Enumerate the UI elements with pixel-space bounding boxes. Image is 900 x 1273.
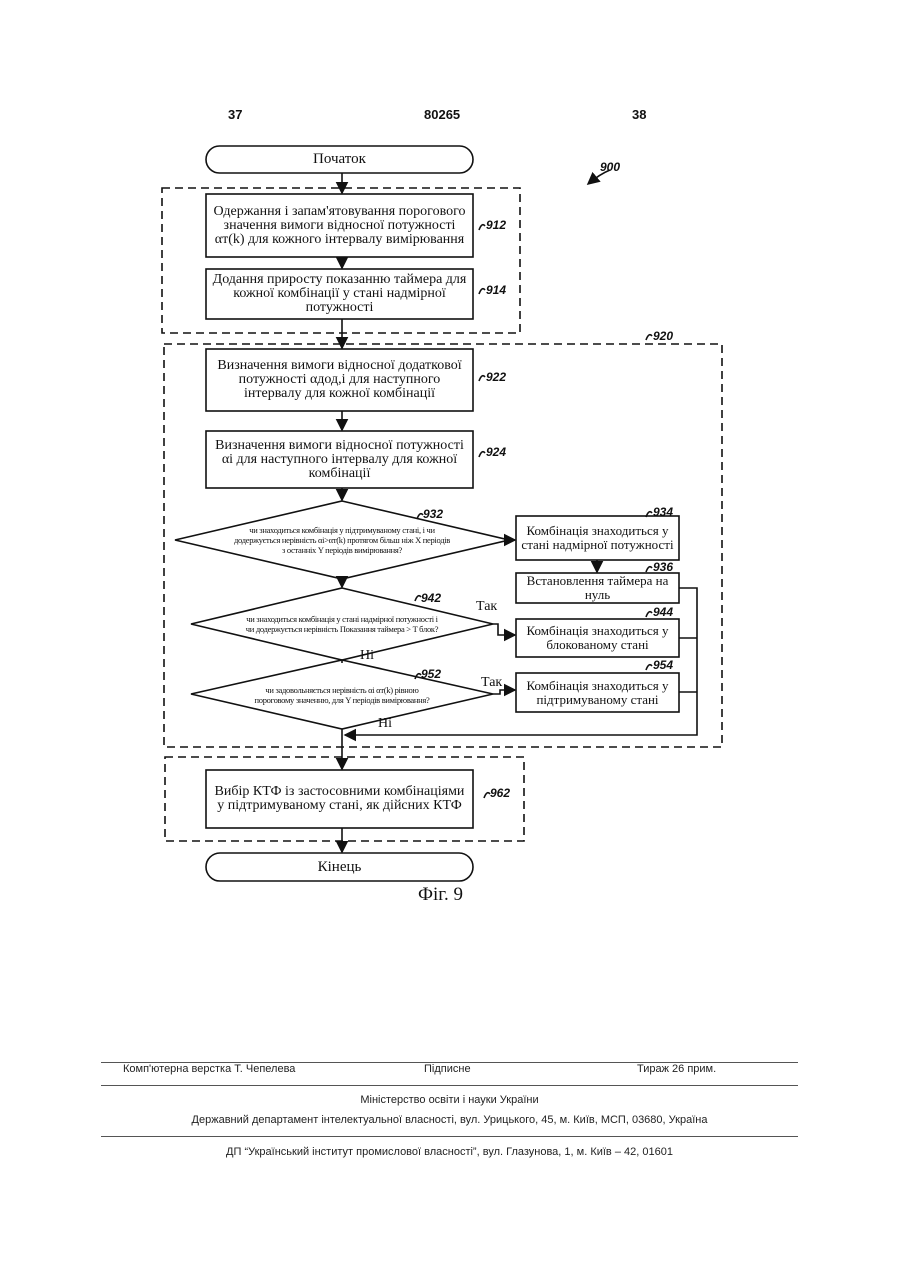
- ref-920: 920: [653, 329, 673, 343]
- figure-caption: Фіг. 9: [418, 884, 463, 906]
- ref-900: 900: [600, 160, 620, 174]
- edge-label-no-952: Ні: [378, 716, 392, 732]
- footer-divider-bottom: [101, 1136, 798, 1137]
- edge-label-yes-952: Так: [481, 675, 502, 691]
- box-924-text: Визначення вимоги відносної потужності α…: [212, 433, 467, 486]
- box-962-text: Вибір КТФ із застосовними комбінаціями у…: [212, 772, 467, 826]
- decision-952-text: чи задовольняється нерівність αі αт(k) р…: [245, 662, 439, 727]
- box-922-text: Визначення вимоги відносної додаткової п…: [212, 351, 467, 409]
- footer-institute: ДП “Український інститут промислової вла…: [101, 1146, 798, 1158]
- box-912-text: Одержання і запам'ятовування порогового …: [212, 196, 467, 255]
- box-944-text: Комбінація знаходиться у блокованому ста…: [519, 620, 676, 656]
- decision-932-text: чи знаходиться комбінація у підтримувано…: [232, 502, 452, 578]
- start-terminal: Початок: [206, 146, 473, 173]
- ref-944: 944: [653, 605, 673, 619]
- footer-ministry: Міністерство освіти і науки України: [101, 1094, 798, 1106]
- ref-942: 942: [421, 591, 441, 605]
- end-terminal: Кінець: [206, 853, 473, 881]
- ref-936: 936: [653, 560, 673, 574]
- ref-934: 934: [653, 505, 673, 519]
- box-914-text: Додання приросту показанню таймера для к…: [212, 271, 467, 317]
- footer-signed: Підписне: [424, 1063, 471, 1075]
- footer-department: Державний департамент інтелектуальної вл…: [101, 1114, 798, 1126]
- box-954-text: Комбінація знаходиться у підтримуваному …: [519, 674, 676, 711]
- footer-circulation: Тираж 26 прим.: [637, 1063, 716, 1075]
- ref-924: 924: [486, 445, 506, 459]
- ref-922: 922: [486, 370, 506, 384]
- arrow-942-944: [493, 624, 515, 635]
- ref-912: 912: [486, 218, 506, 232]
- box-934-text: Комбінація знаходиться у стані надмірної…: [519, 517, 676, 559]
- ref-914: 914: [486, 283, 506, 297]
- ref-952: 952: [421, 667, 441, 681]
- edge-label-yes-942: Так: [476, 599, 497, 615]
- edge-label-no-942: Ні: [360, 648, 374, 664]
- box-936-text: Встановлення таймера на нуль: [519, 574, 676, 602]
- ref-932: 932: [423, 507, 443, 521]
- ref-954: 954: [653, 658, 673, 672]
- footer-layout-credit: Комп'ютерна верстка Т. Чепелева: [123, 1063, 295, 1075]
- ref-962: 962: [490, 786, 510, 800]
- decision-942-text: чи знаходиться комбінація у стані надмір…: [245, 590, 439, 658]
- footer-divider-mid: [101, 1085, 798, 1086]
